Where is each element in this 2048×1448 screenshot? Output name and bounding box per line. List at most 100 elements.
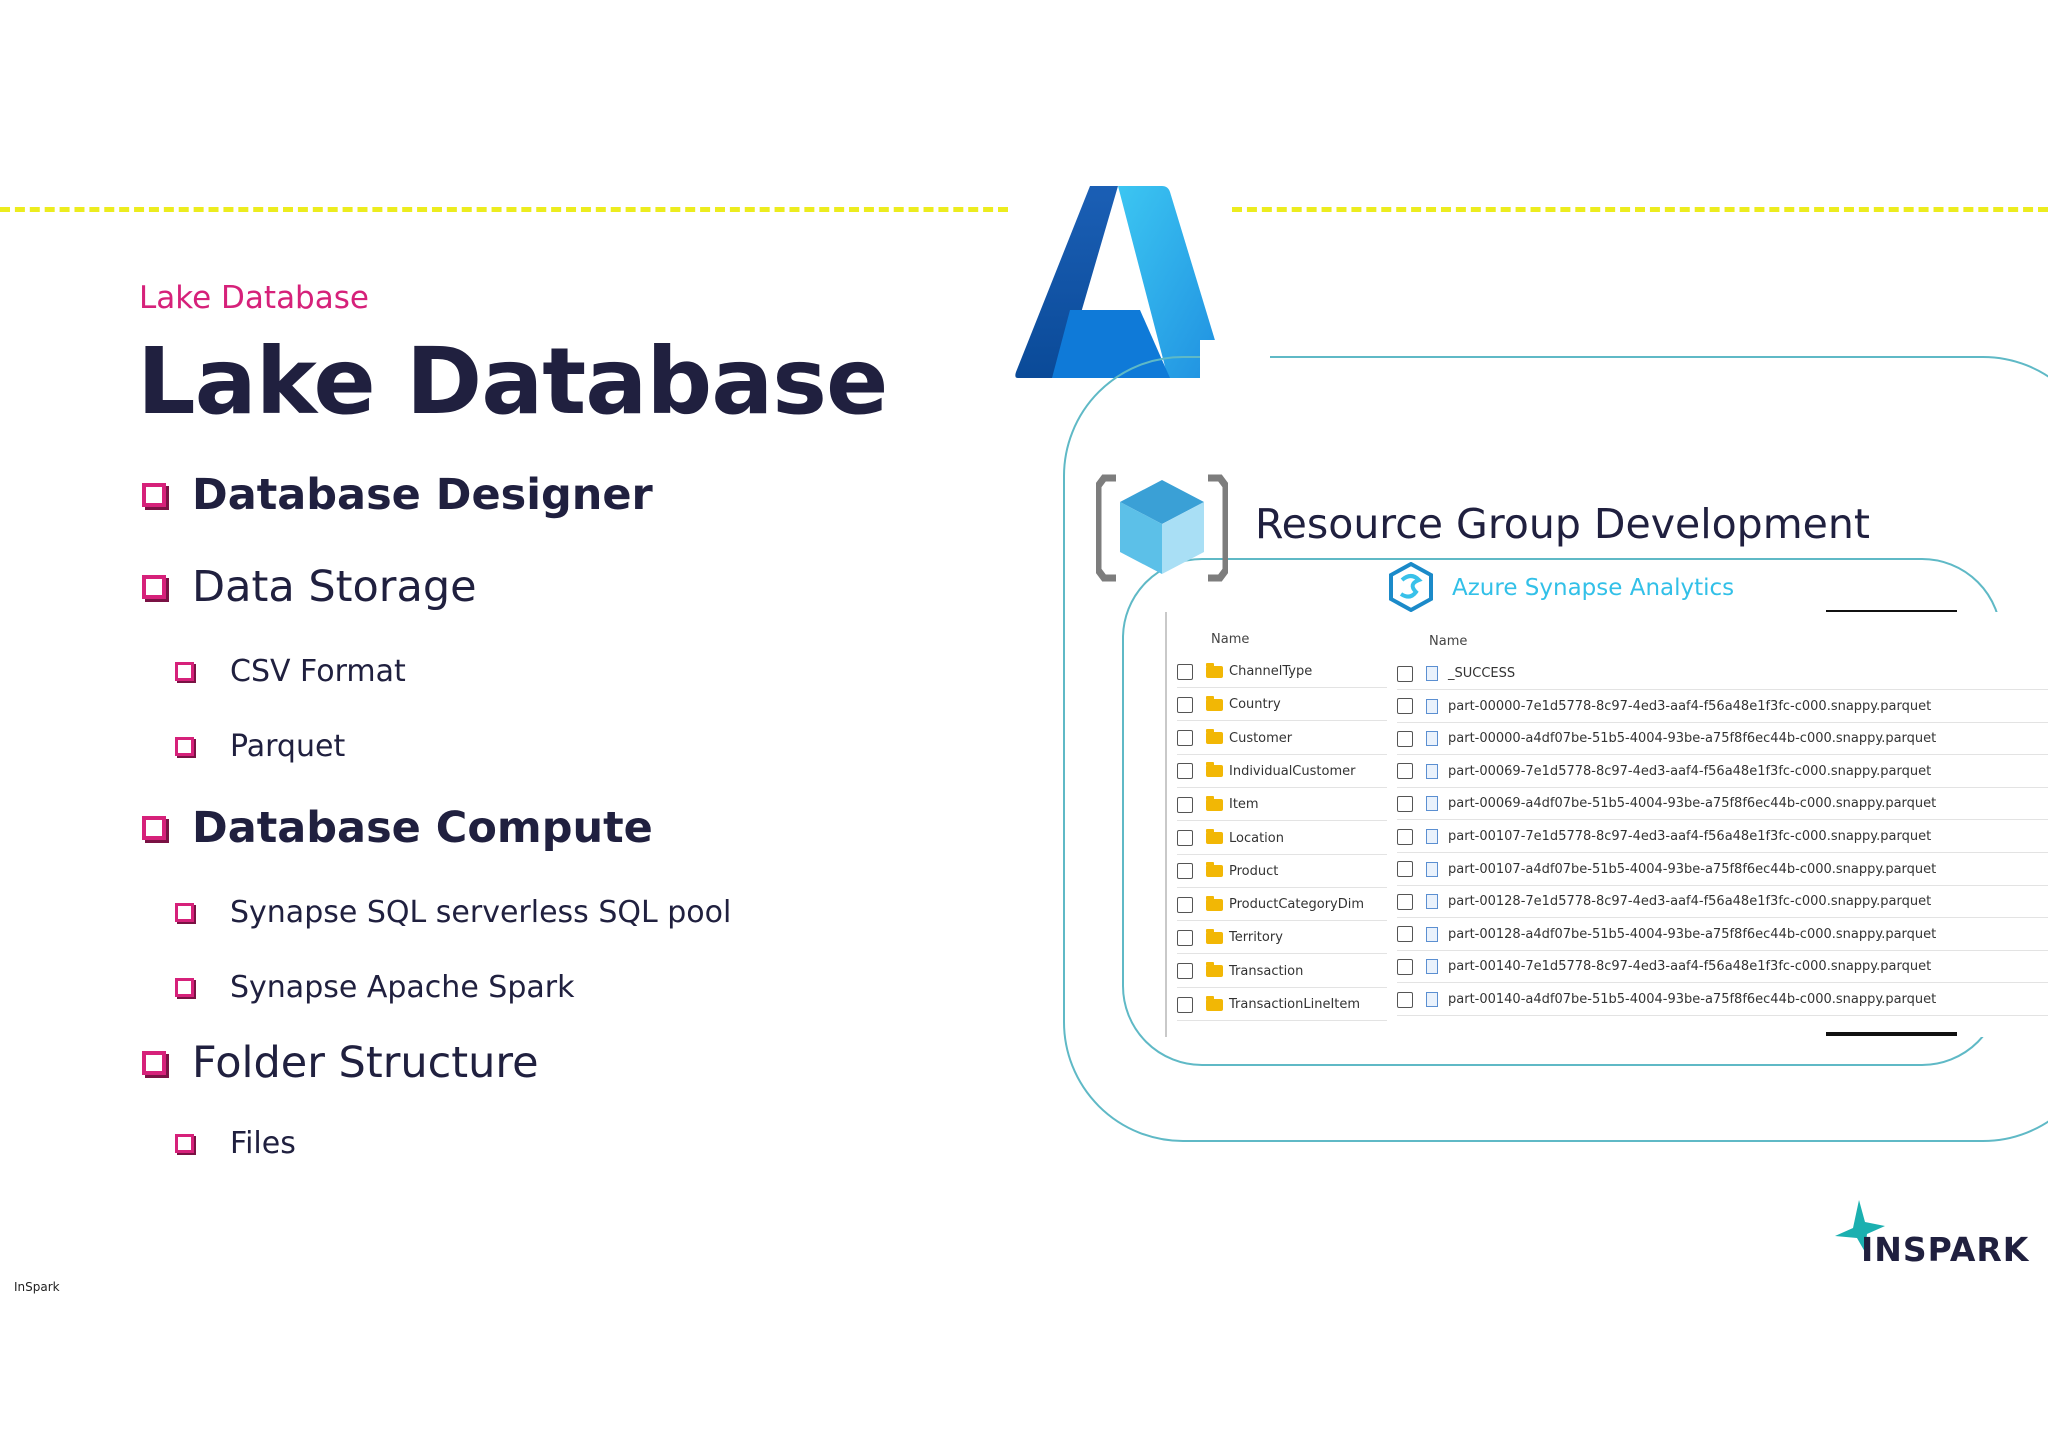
checkbox-bullet-icon [175,903,194,922]
checkbox-icon[interactable] [1397,763,1413,780]
checkbox-bullet-icon [175,1134,194,1153]
bullet-csv-format: CSV Format [175,654,406,689]
bullet-text: Synapse SQL serverless SQL pool [230,895,732,930]
file-name: part-00000-7e1d5778-8c97-4ed3-aaf4-f56a4… [1448,698,1932,714]
file-row[interactable]: part-00128-7e1d5778-8c97-4ed3-aaf4-f56a4… [1397,886,2048,919]
file-icon [1426,926,1438,942]
bullet-apache-spark: Synapse Apache Spark [175,970,575,1005]
checkbox-icon[interactable] [1397,926,1413,943]
file-row[interactable]: part-00069-7e1d5778-8c97-4ed3-aaf4-f56a4… [1397,756,2048,788]
file-icon [1426,829,1438,844]
checkbox-icon[interactable] [1397,958,1413,975]
folder-row[interactable]: ProductCategoryDim [1177,889,1387,922]
checkbox-bullet-icon [175,737,194,756]
file-row[interactable]: _SUCCESS [1397,658,2048,690]
folder-row[interactable]: ChannelType [1177,656,1387,688]
file-row[interactable]: part-00000-a4df07be-51b5-4004-93be-a75f8… [1397,723,2048,756]
checkbox-bullet-icon [142,1051,166,1075]
azure-logo-icon [1015,186,1225,378]
bullet-text: Database Compute [192,803,653,853]
checkbox-icon[interactable] [1177,696,1193,713]
folder-row[interactable]: Transaction [1177,956,1387,988]
file-row[interactable]: part-00140-a4df07be-51b5-4004-93be-a75f8… [1397,984,2048,1016]
file-row[interactable]: part-00107-7e1d5778-8c97-4ed3-aaf4-f56a4… [1397,821,2048,853]
bullet-text: Folder Structure [192,1038,539,1088]
slide-subtitle: Lake Database [139,280,369,316]
folder-row[interactable]: Product [1177,856,1387,888]
file-icon [1426,698,1438,714]
file-name: part-00000-a4df07be-51b5-4004-93be-a75f8… [1448,731,1937,747]
checkbox-bullet-icon [175,662,194,681]
frame-gap [1200,340,1270,380]
folder-row[interactable]: Territory [1177,922,1387,955]
file-icon [1426,861,1438,877]
checkbox-icon[interactable] [1397,795,1413,812]
folders-column-header: Name [1211,632,1250,647]
checkbox-icon[interactable] [1177,663,1193,680]
footer-company: InSpark [14,1280,60,1294]
checkbox-bullet-icon [142,816,166,840]
checkbox-icon[interactable] [1397,991,1413,1008]
folder-row[interactable]: IndividualCustomer [1177,756,1387,788]
file-row[interactable]: part-00069-a4df07be-51b5-4004-93be-a75f8… [1397,788,2048,821]
checkbox-icon[interactable] [1177,963,1193,980]
folder-row[interactable]: Location [1177,823,1387,855]
checkbox-icon[interactable] [1177,830,1193,846]
file-row[interactable]: part-00107-a4df07be-51b5-4004-93be-a75f8… [1397,854,2048,886]
bullet-text: Data Storage [192,562,477,612]
folder-name: TransactionLineItem [1229,997,1361,1012]
folder-icon [1206,962,1223,978]
file-row[interactable]: part-00140-7e1d5778-8c97-4ed3-aaf4-f56a4… [1397,951,2048,984]
folder-row[interactable]: Customer [1177,723,1387,755]
checkbox-icon[interactable] [1397,828,1413,845]
folder-row[interactable]: Item [1177,789,1387,822]
checkbox-icon[interactable] [1177,996,1193,1013]
checkbox-icon[interactable] [1397,665,1413,682]
decorative-bar-bottom [1826,1032,1957,1036]
file-name: part-00128-a4df07be-51b5-4004-93be-a75f8… [1448,926,1937,942]
folder-row[interactable]: Country [1177,689,1387,722]
folder-name: Customer [1229,730,1293,746]
dashed-divider-left [0,207,1008,212]
file-icon [1426,796,1438,812]
file-name: part-00128-7e1d5778-8c97-4ed3-aaf4-f56a4… [1448,894,1932,910]
folder-name: Territory [1229,930,1283,946]
checkbox-icon[interactable] [1177,863,1193,880]
file-icon [1426,992,1438,1007]
file-row[interactable]: part-00128-a4df07be-51b5-4004-93be-a75f8… [1397,919,2048,951]
file-name: part-00140-a4df07be-51b5-4004-93be-a75f8… [1448,992,1937,1007]
checkbox-icon[interactable] [1177,796,1193,813]
checkbox-icon[interactable] [1177,929,1193,946]
folder-name: Country [1229,697,1281,713]
checkbox-icon[interactable] [1397,893,1413,910]
checkbox-icon[interactable] [1177,896,1193,913]
file-name: _SUCCESS [1448,666,1516,681]
bullet-text: Synapse Apache Spark [230,970,575,1005]
bullet-files: Files [175,1126,296,1161]
folder-icon [1206,729,1223,745]
checkbox-icon[interactable] [1397,698,1413,715]
bullet-serverless-sql: Synapse SQL serverless SQL pool [175,895,731,930]
folder-name: ChannelType [1229,664,1313,679]
folder-name: Transaction [1229,963,1304,979]
folder-name: Location [1229,830,1284,846]
folder-row[interactable]: TransactionLineItem [1177,989,1387,1021]
file-icon [1426,666,1438,681]
bullet-data-storage: Data Storage [142,562,477,612]
checkbox-icon[interactable] [1177,763,1193,780]
folder-icon [1206,829,1223,844]
bullet-database-designer: Database Designer [142,470,653,520]
resource-group-icon [1096,474,1228,582]
checkbox-icon[interactable] [1177,730,1193,747]
files-column-header: Name [1429,634,1468,649]
file-icon [1426,894,1438,910]
bullet-text: Files [230,1126,296,1161]
bullet-text: CSV Format [230,654,406,689]
synapse-label: Azure Synapse Analytics [1452,575,1735,601]
file-row[interactable]: part-00000-7e1d5778-8c97-4ed3-aaf4-f56a4… [1397,691,2048,723]
bullet-parquet: Parquet [175,729,345,764]
checkbox-icon[interactable] [1397,861,1413,878]
folder-icon [1206,862,1223,878]
file-name: part-00069-a4df07be-51b5-4004-93be-a75f8… [1448,796,1937,812]
checkbox-icon[interactable] [1397,730,1413,747]
